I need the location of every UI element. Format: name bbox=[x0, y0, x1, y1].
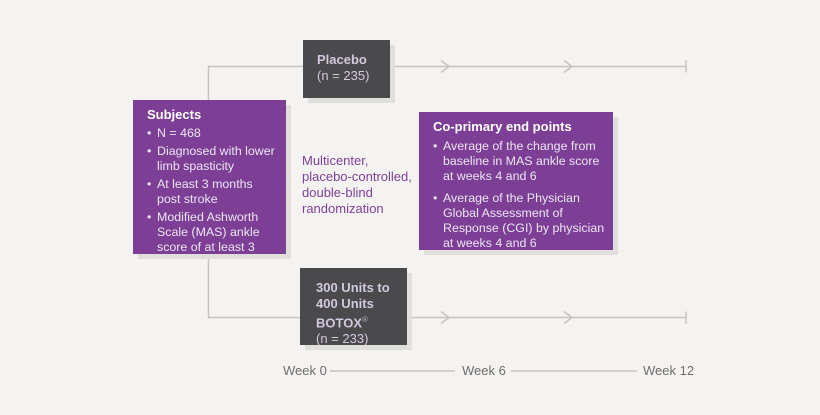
endpoints-title: Co-primary end points bbox=[433, 119, 572, 134]
botox-arm-box: 300 Units to 400 Units BOTOX® (n = 233) bbox=[300, 268, 407, 347]
list-item: • At least 3 months post stroke bbox=[147, 177, 278, 207]
arrowhead-icon bbox=[563, 59, 574, 74]
timeline-label-week6: Week 6 bbox=[462, 363, 506, 378]
bullet-icon: • bbox=[147, 126, 152, 140]
bullet-icon: • bbox=[147, 144, 152, 158]
timeline-label-week12: Week 12 bbox=[643, 363, 695, 378]
endpoints-box: Co-primary end points • Average of the c… bbox=[419, 112, 613, 250]
arrowhead-icon bbox=[563, 310, 574, 325]
subjects-box: Subjects • N = 468 • Diagnosed with lowe… bbox=[133, 100, 286, 254]
botox-brand-line: BOTOX® bbox=[316, 312, 407, 331]
list-item: • Modified Ashworth Scale (MAS) ankle sc… bbox=[147, 210, 278, 255]
bullet-icon: • bbox=[147, 177, 152, 191]
bullet-icon: • bbox=[147, 210, 152, 224]
subjects-bullet: N = 468 bbox=[157, 126, 201, 140]
arrowhead-icon bbox=[440, 310, 451, 325]
subjects-bullet: Modified Ashworth Scale (MAS) ankle scor… bbox=[157, 210, 260, 254]
subjects-bullet: Diagnosed with lower limb spasticity bbox=[157, 144, 275, 173]
randomization-note: Multicenter, placebo-controlled, double-… bbox=[302, 153, 422, 217]
botox-brand: BOTOX bbox=[316, 315, 362, 331]
endpoints-bullet: Average of the change from baseline in M… bbox=[443, 139, 600, 183]
endpoints-bullet: Average of the Physician Global Assessme… bbox=[443, 191, 605, 250]
botox-dose-line1: 300 Units to bbox=[316, 280, 390, 295]
botox-arm-n: (n = 233) bbox=[316, 331, 369, 347]
randomization-note-line: randomization bbox=[302, 201, 384, 216]
timeline-label-week0: Week 0 bbox=[283, 363, 327, 378]
botox-dose-line2: 400 Units bbox=[316, 296, 374, 311]
bullet-icon: • bbox=[433, 139, 438, 153]
placebo-arm-n: (n = 235) bbox=[317, 68, 370, 83]
subjects-bullet: At least 3 months post stroke bbox=[157, 177, 253, 206]
randomization-note-line: double-blind bbox=[302, 185, 373, 200]
list-item: • Diagnosed with lower limb spasticity bbox=[147, 144, 278, 174]
list-item: • Average of the change from baseline in… bbox=[433, 139, 607, 184]
list-item: • N = 468 bbox=[147, 126, 278, 141]
list-item: • Average of the Physician Global Assess… bbox=[433, 191, 607, 251]
placebo-arm-title: Placebo bbox=[317, 52, 367, 67]
registered-mark: ® bbox=[362, 315, 368, 324]
arrowhead-icon bbox=[440, 59, 451, 74]
randomization-note-line: Multicenter, bbox=[302, 153, 369, 168]
placebo-arm-box: Placebo (n = 235) bbox=[303, 40, 390, 98]
bullet-icon: • bbox=[433, 191, 438, 205]
subjects-title: Subjects bbox=[147, 107, 202, 122]
randomization-note-line: placebo-controlled, bbox=[302, 169, 412, 184]
